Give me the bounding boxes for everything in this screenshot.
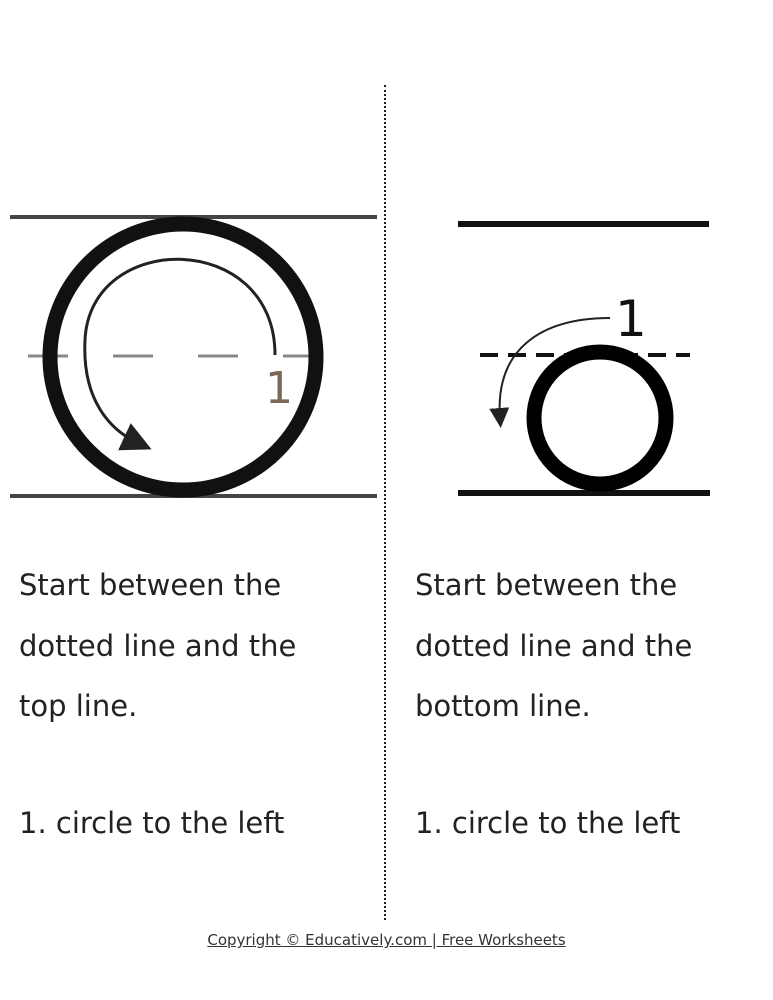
left-step: 1. circle to the left <box>19 806 285 840</box>
right-writing-guide: 1 <box>458 221 710 496</box>
copyright-link[interactable]: Copyright © Educatively.com | Free Works… <box>207 931 566 949</box>
stroke-number: 1 <box>615 290 647 348</box>
right-step: 1. circle to the left <box>415 806 681 840</box>
instruction-line: Start between the <box>415 568 678 602</box>
instruction-line: top line. <box>19 689 138 723</box>
instruction-line: dotted line and the <box>19 628 297 663</box>
dotted-divider <box>384 85 386 920</box>
instruction-line: bottom line. <box>415 689 591 723</box>
small-letter-o <box>526 344 674 492</box>
instruction-line: Start between the <box>19 568 282 602</box>
left-writing-guide: 1 <box>10 215 377 498</box>
large-letter-o <box>42 216 324 498</box>
direction-arrow-icon <box>83 257 277 451</box>
stroke-number: 1 <box>265 363 293 414</box>
instruction-line: dotted line and the <box>415 628 693 663</box>
direction-arrow-icon <box>489 317 611 428</box>
left-instructions: Start between the dotted line and the to… <box>19 555 379 737</box>
right-instructions: Start between the dotted line and the bo… <box>415 555 773 737</box>
